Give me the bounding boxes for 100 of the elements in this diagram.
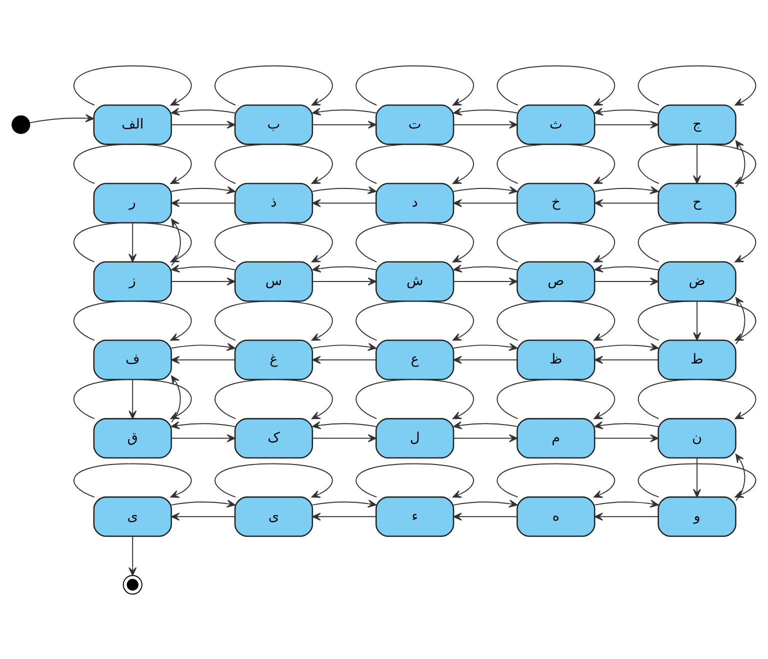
node-box: خ bbox=[516, 182, 596, 223]
arrow bbox=[735, 453, 746, 501]
arrow bbox=[453, 120, 518, 128]
arrow bbox=[214, 143, 333, 184]
node-box: ک bbox=[234, 418, 314, 458]
arrow bbox=[170, 420, 236, 429]
arrow bbox=[453, 264, 518, 272]
node-circle bbox=[12, 114, 30, 134]
node-box: ش bbox=[375, 260, 454, 302]
arrow bbox=[453, 420, 518, 429]
arrow bbox=[453, 355, 518, 364]
arrow bbox=[73, 222, 192, 262]
arrow bbox=[594, 186, 659, 194]
node-box: ل bbox=[375, 418, 454, 458]
node-circle bbox=[122, 574, 142, 594]
arrow bbox=[170, 186, 236, 194]
node-box: ظ bbox=[516, 339, 596, 380]
arrow bbox=[453, 512, 518, 520]
arrow bbox=[496, 300, 616, 340]
node-box: ج bbox=[658, 104, 736, 144]
node-box: ض bbox=[658, 260, 736, 302]
node-box: ق bbox=[93, 418, 172, 458]
node-box: ب bbox=[234, 104, 314, 144]
arrow bbox=[735, 296, 746, 344]
node-box: ن bbox=[658, 418, 736, 458]
arrow bbox=[638, 222, 756, 262]
arrow bbox=[170, 434, 236, 442]
arrow bbox=[171, 218, 181, 266]
arrow bbox=[170, 120, 236, 128]
arrow bbox=[693, 144, 702, 184]
arrow bbox=[638, 64, 756, 106]
arrow bbox=[312, 198, 377, 207]
arrow bbox=[453, 499, 518, 508]
node-box: ه bbox=[516, 496, 596, 536]
arrow bbox=[73, 64, 192, 106]
node-box: ث bbox=[516, 104, 596, 144]
arrow bbox=[170, 198, 236, 207]
arrow bbox=[170, 355, 236, 364]
arrow bbox=[312, 107, 377, 116]
arrow bbox=[73, 378, 192, 419]
node-box: ت bbox=[375, 104, 454, 144]
arrow bbox=[453, 107, 518, 116]
arrow bbox=[693, 300, 702, 340]
node-box: ط bbox=[658, 339, 736, 380]
arrow bbox=[73, 300, 192, 340]
arrow bbox=[453, 342, 518, 350]
arrow bbox=[594, 512, 659, 520]
arrow bbox=[638, 300, 756, 340]
arrow bbox=[214, 64, 333, 106]
node-box: ر bbox=[93, 182, 172, 223]
arrow bbox=[170, 107, 236, 116]
arrow bbox=[312, 420, 377, 429]
arrow bbox=[594, 420, 659, 429]
arrow bbox=[214, 222, 333, 262]
node-box: ی bbox=[234, 496, 314, 536]
arrow bbox=[214, 300, 333, 340]
arrow bbox=[594, 107, 659, 116]
arrow bbox=[594, 276, 659, 286]
arrow bbox=[693, 457, 702, 497]
arrow bbox=[171, 374, 181, 422]
arrow bbox=[496, 378, 616, 419]
arrow bbox=[128, 535, 137, 576]
arrow bbox=[214, 378, 333, 419]
arrow bbox=[453, 186, 518, 194]
arrow bbox=[312, 264, 377, 272]
arrow bbox=[594, 342, 659, 350]
arrow bbox=[453, 198, 518, 207]
arrow bbox=[453, 276, 518, 286]
node-box: ذ bbox=[234, 182, 314, 223]
arrow bbox=[312, 186, 377, 194]
node-box: ص bbox=[516, 260, 596, 302]
arrow bbox=[594, 264, 659, 272]
arrow bbox=[312, 434, 377, 442]
arrow bbox=[214, 462, 333, 498]
arrow bbox=[496, 64, 616, 106]
arrow bbox=[496, 462, 616, 498]
arrow bbox=[594, 355, 659, 364]
node-box: غ bbox=[234, 339, 314, 380]
arrow bbox=[735, 140, 746, 188]
arrow bbox=[170, 499, 236, 508]
arrow bbox=[496, 222, 616, 262]
arrow bbox=[312, 342, 377, 350]
arrow bbox=[496, 143, 616, 184]
arrow bbox=[594, 434, 659, 442]
arrow bbox=[170, 342, 236, 350]
arrow bbox=[170, 276, 236, 286]
arrow bbox=[128, 378, 137, 419]
arrow bbox=[638, 378, 756, 419]
arrow bbox=[73, 462, 192, 498]
arrow bbox=[594, 198, 659, 207]
node-box: و bbox=[658, 496, 736, 536]
arrow bbox=[170, 512, 236, 520]
arrow bbox=[312, 499, 377, 508]
node-box: ء bbox=[375, 496, 454, 536]
arrow bbox=[312, 276, 377, 286]
node-box: ح bbox=[658, 182, 736, 223]
arrow bbox=[312, 120, 377, 128]
arrow bbox=[312, 512, 377, 520]
arrow bbox=[594, 499, 659, 508]
node-box: الف bbox=[93, 104, 172, 144]
